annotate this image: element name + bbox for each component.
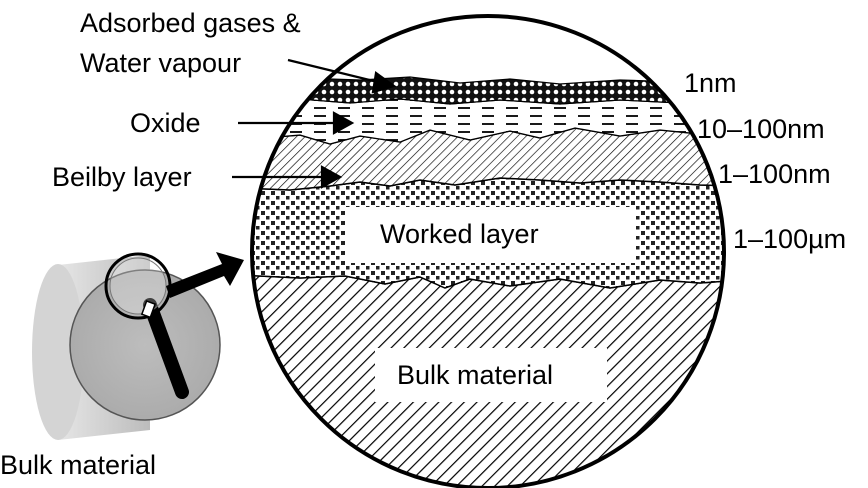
oxide-label: Oxide (130, 108, 201, 138)
thickness-oxide: 10–100nm (697, 114, 825, 144)
cross-section-outline (250, 14, 726, 488)
bulk-material-inner-label: Bulk material (397, 360, 554, 390)
arrow-right-icon (166, 252, 244, 298)
thickness-worked: 1–100µm (733, 224, 847, 254)
bulk-material-outer-label: Bulk material (0, 450, 157, 480)
worked-layer-label: Worked layer (380, 219, 539, 249)
adsorbed-layer-band (252, 71, 724, 105)
thickness-beilby: 1–100nm (718, 159, 831, 189)
beilby-label: Beilby layer (52, 162, 192, 192)
adsorbed-label-line1: Adsorbed gases & (80, 8, 301, 38)
thickness-adsorbed: 1nm (684, 68, 737, 98)
adsorbed-label-line2: Water vapour (80, 48, 242, 78)
callout-arrows (232, 58, 397, 189)
worked-label-box (345, 207, 635, 263)
bulk-label-box (375, 348, 607, 402)
cross-section (252, 16, 724, 488)
